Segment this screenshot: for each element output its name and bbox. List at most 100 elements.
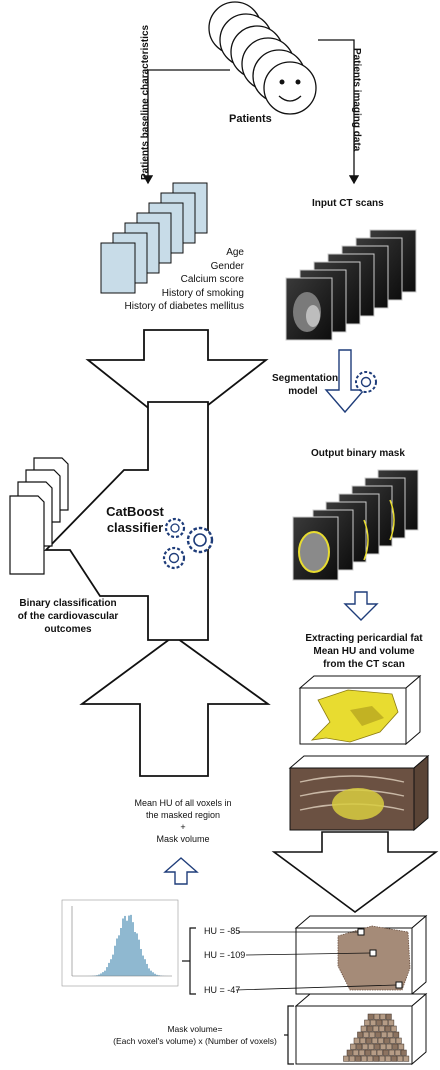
voxel-cube	[373, 1013, 380, 1020]
voxel-cube	[379, 1013, 386, 1020]
voxel-cube	[386, 1043, 393, 1050]
features-line: Mask volume	[156, 834, 210, 844]
histogram-bar	[96, 975, 98, 976]
patients-baseline-label: Patients baseline characteristics	[140, 24, 151, 180]
catboost-line: classifier	[106, 520, 164, 535]
histogram-bar	[106, 967, 108, 976]
thorax-3d-render	[288, 754, 430, 832]
voxel-cube	[367, 1013, 374, 1020]
histogram-bar	[128, 915, 130, 976]
histogram-bar	[108, 962, 110, 976]
histogram-bar	[98, 974, 100, 976]
histogram-bar	[102, 972, 104, 976]
voxel-cube	[370, 1049, 377, 1056]
voxel-cube	[356, 1043, 363, 1050]
classification-line: outcomes	[44, 624, 92, 635]
histogram-bar	[158, 975, 160, 976]
hu-value-1: HU = -85	[204, 926, 241, 936]
hu-bracket	[182, 927, 397, 995]
voxel-cube	[349, 1055, 356, 1062]
voxel-cube	[375, 1031, 382, 1038]
extract-line: Mean HU and volume	[313, 646, 415, 657]
histogram-bar	[112, 954, 114, 976]
histogram-bar	[138, 939, 140, 976]
histogram-bar	[134, 932, 136, 976]
extract-fat-label: Extracting pericardial fat Mean HU and v…	[294, 632, 434, 671]
output-mask-label: Output binary mask	[311, 448, 405, 459]
voxel-cube	[398, 1043, 405, 1050]
voxel-cube	[376, 1049, 383, 1056]
voxel-cube	[379, 1055, 386, 1062]
hu-voxel-box	[294, 914, 428, 996]
segmentation-model-label: Segmentation model	[272, 372, 339, 398]
input-ct-stack	[285, 229, 417, 341]
voxel-cube	[378, 1025, 385, 1032]
histogram-bar	[136, 933, 138, 976]
catboost-line: CatBoost	[106, 504, 164, 519]
baseline-characteristics-list: Age Gender Calcium score History of smok…	[110, 246, 245, 314]
voxel-cube	[376, 1019, 383, 1026]
voxel-cube	[355, 1055, 362, 1062]
classification-line: of the cardiovascular	[17, 611, 119, 622]
voxel-cube	[373, 1055, 380, 1062]
voxel-cube	[403, 1055, 410, 1062]
segmentation-line: Segmentation	[272, 373, 339, 384]
voxel-cube	[364, 1019, 371, 1026]
segmentation-line: model	[288, 386, 318, 397]
voxel-cube	[383, 1037, 390, 1044]
voxel-cube	[353, 1037, 360, 1044]
input-ct-label: Input CT scans	[312, 198, 384, 209]
features-line: Mean HU of all voxels in	[134, 798, 232, 808]
extract-line: from the CT scan	[323, 659, 405, 670]
histogram-bar	[114, 945, 116, 976]
voxel-cube	[380, 1043, 387, 1050]
voxel-cube	[372, 1025, 379, 1032]
voxel-cube	[366, 1025, 373, 1032]
histogram-bar	[100, 973, 102, 976]
histogram-bar	[104, 970, 106, 976]
mask-volume-line: Mask volume=	[167, 1024, 223, 1034]
histogram-bar	[152, 972, 154, 976]
patients-arrows	[142, 39, 360, 185]
voxel-cube	[359, 1037, 366, 1044]
features-label: Mean HU of all voxels in the masked regi…	[108, 797, 258, 845]
voxel-cube	[397, 1055, 404, 1062]
histogram-bar	[150, 970, 152, 976]
histogram-bar	[148, 968, 150, 976]
features-line: +	[180, 822, 186, 832]
voxel-cube	[343, 1055, 350, 1062]
histogram-bar	[144, 959, 146, 976]
classification-line: Binary classification	[19, 598, 117, 609]
histogram-bar	[142, 955, 144, 976]
segmentation-arrow	[324, 349, 366, 414]
voxel-cube	[367, 1055, 374, 1062]
voxel-cube	[381, 1031, 388, 1038]
baseline-item: History of smoking	[161, 287, 244, 299]
voxel-cube	[388, 1049, 395, 1056]
patients-title: Patients	[229, 113, 272, 125]
voxel-cube	[387, 1031, 394, 1038]
voxel-cube	[391, 1055, 398, 1062]
voxel-cube	[360, 1025, 367, 1032]
baseline-item: Age	[226, 247, 244, 258]
mask-volume-box	[294, 992, 428, 1066]
voxel-cube	[371, 1037, 378, 1044]
histogram-bar	[140, 948, 142, 976]
patients-faces-icon	[208, 1, 317, 115]
baseline-item: Calcium score	[180, 274, 244, 285]
voxel-cube	[394, 1049, 401, 1056]
fat-3d-render	[298, 674, 422, 746]
voxel-cube	[358, 1049, 365, 1056]
patients-imaging-label: Patients imaging data	[351, 48, 362, 152]
voxel-cube	[389, 1037, 396, 1044]
histogram-bar	[124, 915, 126, 976]
voxel-cube	[361, 1055, 368, 1062]
segmentation-gear-icon	[355, 371, 377, 393]
voxel-cube	[377, 1037, 384, 1044]
voxel-cube	[382, 1049, 389, 1056]
voxel-cube	[392, 1043, 399, 1050]
voxel-cube	[368, 1043, 375, 1050]
mask-volume-line: (Each voxel's volume) x (Number of voxel…	[113, 1035, 277, 1046]
histogram-bar	[126, 920, 128, 976]
